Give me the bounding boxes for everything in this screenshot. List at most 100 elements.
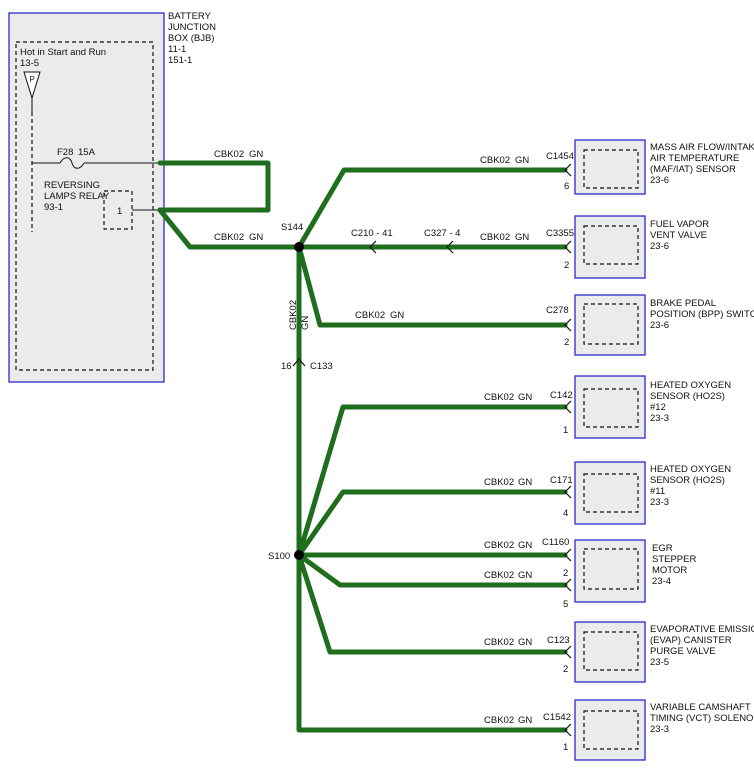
component-label: POSITION (BPP) SWITCH bbox=[650, 309, 754, 320]
connector-pin: 2 bbox=[563, 568, 568, 579]
connector-pin: 4 bbox=[563, 508, 568, 519]
splice-label: S144 bbox=[281, 222, 303, 233]
wire-to-maf bbox=[296, 167, 568, 250]
wire-circuit-label: CBK02 bbox=[214, 149, 244, 160]
power-source-icon: P bbox=[23, 71, 41, 100]
component-label: HEATED OXYGEN bbox=[650, 464, 731, 475]
component-ref: 23-6 bbox=[650, 175, 669, 186]
connector-icon bbox=[564, 645, 572, 659]
component-label: #11 bbox=[650, 486, 665, 497]
connector-label: C3355 bbox=[546, 228, 574, 239]
component-ref: 23-6 bbox=[650, 241, 669, 252]
component-label: (EVAP) CANISTER bbox=[650, 635, 732, 646]
inline-connector-c133: C133 16 bbox=[281, 358, 333, 372]
component-label: #12 bbox=[650, 402, 666, 413]
connector-pin: 1 bbox=[563, 425, 568, 436]
relay-box bbox=[103, 190, 133, 230]
wire-to-ho2s11 bbox=[296, 489, 568, 558]
bjb-title-line: BATTERY bbox=[168, 11, 212, 22]
component-label: MOTOR bbox=[652, 565, 687, 576]
wire-color-label: GN bbox=[518, 392, 532, 403]
component-fuel-vapor-vent-valve: C3355 2 FUEL VAPOR VENT VALVE 23-6 bbox=[546, 215, 709, 279]
wire-color-label: GN bbox=[518, 540, 532, 551]
connector-label: C1454 bbox=[546, 151, 574, 162]
wire-color-label: GN bbox=[249, 149, 263, 160]
component-ref: 23-3 bbox=[650, 724, 669, 735]
wire-labels: CBK02 GN CBK02 GN CBK02 GN CBK02 GN CBK0… bbox=[214, 149, 532, 726]
connector-icon bbox=[564, 318, 572, 332]
connector-pin: 2 bbox=[564, 337, 569, 348]
bjb-title-line: BOX (BJB) bbox=[168, 33, 214, 44]
component-ref: 23-4 bbox=[652, 576, 671, 587]
component-label: HEATED OXYGEN bbox=[650, 380, 731, 391]
component-bpp-switch: C278 2 BRAKE PEDAL POSITION (BPP) SWITCH… bbox=[546, 294, 754, 356]
wire-to-ho2s12 bbox=[296, 404, 568, 558]
connector-label: C278 bbox=[546, 305, 569, 316]
connector-pin: 2 bbox=[563, 664, 568, 675]
connector-label: C123 bbox=[547, 635, 570, 646]
splice-s100 bbox=[294, 550, 304, 560]
connector-pin: 5 bbox=[563, 599, 568, 610]
wire-color-label: GN bbox=[300, 316, 311, 330]
component-label: MASS AIR FLOW/INTAKE bbox=[650, 142, 754, 153]
fuse-rating: 15A bbox=[78, 147, 96, 158]
connector-label: C142 bbox=[550, 390, 573, 401]
connector-icon bbox=[564, 723, 572, 737]
bjb-title-line: JUNCTION bbox=[168, 22, 216, 33]
component-label: FUEL VAPOR bbox=[650, 219, 709, 230]
wire-circuit-label: CBK02 bbox=[484, 570, 514, 581]
wire-circuit-label: CBK02 bbox=[355, 310, 385, 321]
wire-circuit-label: CBK02 bbox=[480, 232, 510, 243]
component-egr-stepper-motor: C1160 2 5 EGR STEPPER MOTOR 23-4 bbox=[542, 537, 696, 610]
component-label: AIR TEMPERATURE bbox=[650, 153, 739, 164]
component-label: EGR bbox=[652, 543, 673, 554]
connector-label: C171 bbox=[550, 475, 573, 486]
battery-junction-box: BATTERY JUNCTION BOX (BJB) 11-1 151-1 Ho… bbox=[8, 11, 216, 383]
bjb-ref-line: 151-1 bbox=[168, 55, 192, 66]
splice-s144 bbox=[294, 242, 304, 252]
relay-label: REVERSING bbox=[44, 180, 100, 191]
wire-circuit-label: CBK02 bbox=[484, 477, 514, 488]
connector-icon bbox=[564, 548, 572, 562]
inline-connector-label: C327 - 4 bbox=[424, 228, 460, 239]
component-ref: 23-6 bbox=[650, 320, 669, 331]
component-label: PURGE VALVE bbox=[650, 646, 716, 657]
connector-label: C1542 bbox=[543, 712, 571, 723]
component-vct-solenoid: C1542 1 VARIABLE CAMSHAFT TIMING (VCT) S… bbox=[543, 699, 754, 761]
component-maf-sensor: C1454 6 MASS AIR FLOW/INTAKE AIR TEMPERA… bbox=[546, 139, 754, 195]
connector-pin: 2 bbox=[564, 260, 569, 271]
bjb-ref-line: 11-1 bbox=[168, 44, 186, 55]
wire-circuit-label: CBK02 bbox=[484, 392, 514, 403]
wire-to-evap bbox=[296, 552, 568, 655]
inline-connector-c327: C327 - 4 bbox=[424, 228, 460, 254]
relay-label: LAMPS RELAY bbox=[44, 191, 110, 202]
component-label: SENSOR (HO2S) bbox=[650, 475, 725, 486]
component-ho2s-11: C171 4 HEATED OXYGEN SENSOR (HO2S) #11 2… bbox=[550, 461, 731, 525]
wire-color-label: GN bbox=[518, 570, 532, 581]
hot-label: Hot in Start and Run bbox=[20, 47, 106, 58]
component-label: EVAPORATIVE EMISSION bbox=[650, 624, 754, 635]
wire-circuit-label: CBK02 bbox=[288, 300, 299, 330]
bjb-to-s144-wire bbox=[157, 207, 302, 250]
wire-color-label: GN bbox=[390, 310, 404, 321]
connector-label: C1160 bbox=[542, 537, 569, 548]
wire-color-label: GN bbox=[515, 232, 529, 243]
component-label: SENSOR (HO2S) bbox=[650, 391, 725, 402]
hot-ref: 13-5 bbox=[20, 58, 39, 69]
svg-text:P: P bbox=[30, 75, 35, 84]
component-ref: 23-3 bbox=[650, 413, 669, 424]
wire-to-bpp bbox=[296, 244, 568, 328]
wire-color-label: GN bbox=[518, 637, 532, 648]
connector-pin: 6 bbox=[564, 181, 569, 192]
connector-icon bbox=[564, 485, 572, 499]
wire-circuit-label: CBK02 bbox=[484, 637, 514, 648]
wire-color-label: GN bbox=[515, 155, 529, 166]
bjb-inner-outline bbox=[15, 41, 154, 371]
connector-icon bbox=[564, 578, 572, 592]
component-evap-purge-valve: C123 2 EVAPORATIVE EMISSION (EVAP) CANIS… bbox=[547, 621, 754, 683]
inline-connector-label: C210 - 41 bbox=[351, 228, 393, 239]
component-label: BRAKE PEDAL bbox=[650, 298, 716, 309]
component-ref: 23-3 bbox=[650, 497, 669, 508]
fuse-label: F28 bbox=[57, 147, 73, 158]
